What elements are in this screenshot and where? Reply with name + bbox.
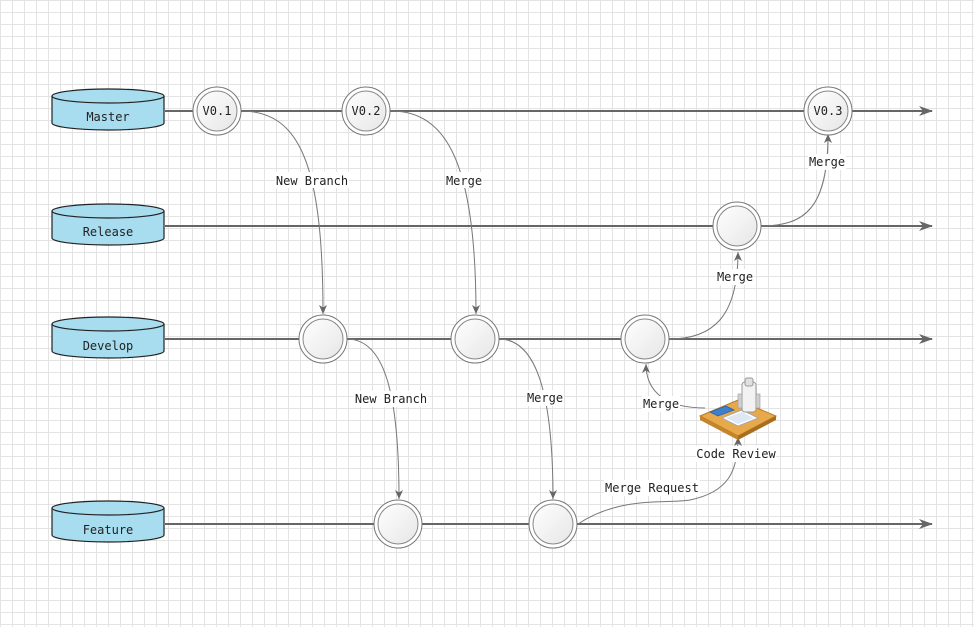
commit-label: V0.1 [203, 104, 232, 118]
branch-cylinder-develop: Develop [51, 316, 165, 359]
branch-cylinder-release: Release [51, 203, 165, 246]
edge-master-to-develop-new-branch [240, 110, 327, 315]
edge-label-merge-2: Merge [808, 154, 846, 170]
commit-node-develop-2 [450, 314, 500, 364]
commit-node-feature-1 [373, 499, 423, 549]
edge-label-merge-5: Merge [642, 396, 680, 412]
code-review-label-group: Code Review [696, 446, 777, 462]
edge-label-merge-3: Merge [716, 269, 754, 285]
commit-node-v01: V0.1 [192, 86, 242, 136]
edge-label-new-branch-1: New Branch [275, 172, 349, 188]
commit-node-v02: V0.2 [341, 86, 391, 136]
edge-master-to-develop-merge [390, 110, 480, 315]
commit-node-develop-3 [620, 314, 670, 364]
edge-label: Merge [717, 270, 753, 284]
edge-feature-to-codereview-merge-request [577, 436, 742, 525]
edge-develop-to-release-merge [668, 251, 742, 340]
edge-label: New Branch [355, 392, 427, 406]
branch-cylinder-master: Master [51, 88, 165, 131]
branch-label: Feature [83, 523, 134, 537]
branch-cylinder-feature: Feature [51, 500, 165, 543]
commit-label: V0.3 [814, 104, 843, 118]
edge-label: Merge [809, 155, 845, 169]
branch-label: Develop [83, 339, 134, 353]
edge-label-merge-1: Merge [445, 172, 483, 188]
edge-release-to-master-merge [760, 133, 832, 227]
edge-label: Merge [446, 174, 482, 188]
commit-node-release [712, 201, 762, 251]
commit-node-develop-1 [298, 314, 348, 364]
code-review-icon [698, 377, 778, 440]
edge-label-new-branch-2: New Branch [354, 391, 428, 407]
edge-develop-to-feature-merge [498, 338, 557, 500]
edge-develop-to-feature-new-branch [346, 338, 403, 500]
edge-label: Merge [643, 397, 679, 411]
commit-node-v03: V0.3 [803, 86, 853, 136]
edge-label: New Branch [276, 174, 348, 188]
edge-label: Merge [527, 391, 563, 405]
connectors [240, 110, 832, 525]
edge-label: Merge Request [605, 481, 699, 495]
commit-label: V0.2 [352, 104, 381, 118]
edge-label-merge-4: Merge [526, 390, 564, 406]
branch-label: Release [83, 225, 134, 239]
code-review-label: Code Review [696, 447, 776, 461]
edge-label-merge-request: Merge Request [604, 480, 700, 496]
branch-label: Master [86, 110, 129, 124]
commit-node-feature-2 [528, 499, 578, 549]
